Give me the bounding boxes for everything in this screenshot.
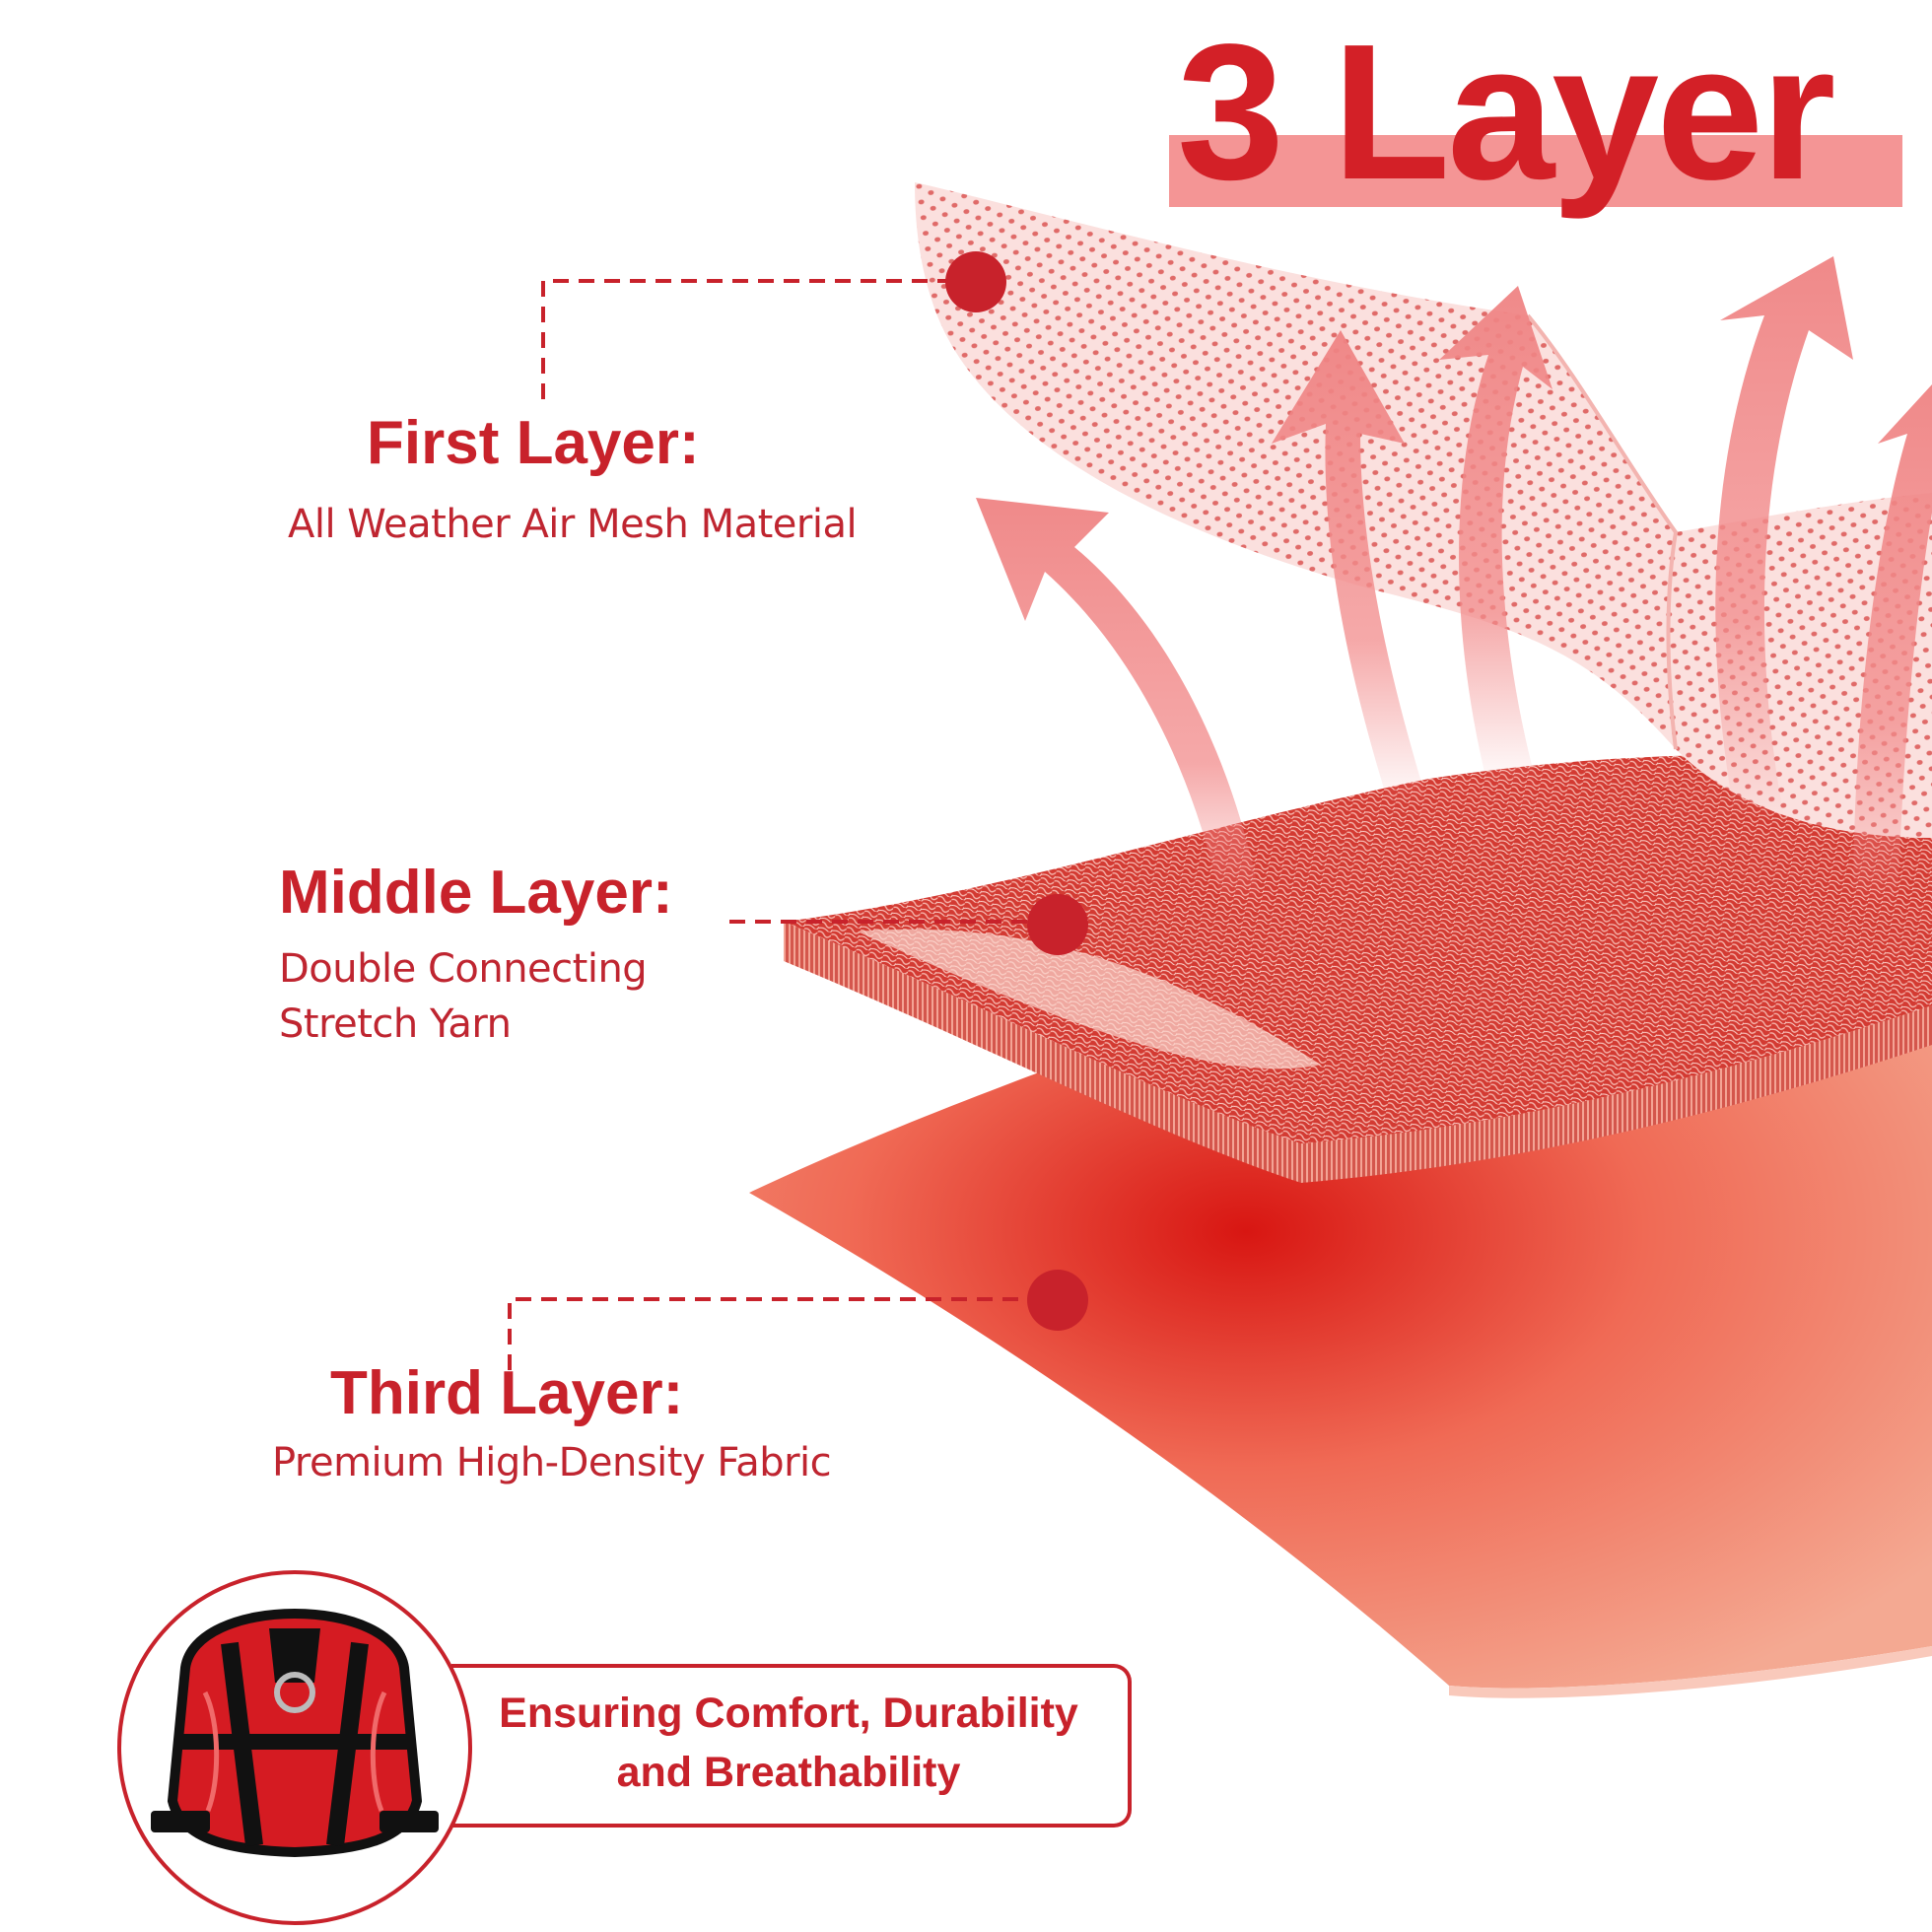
leader-lines <box>508 279 1055 1370</box>
first-layer-heading: First Layer: <box>367 409 700 477</box>
middle-layer-yarn <box>784 755 1932 1143</box>
badge-line1: Ensuring Comfort, Durability <box>499 1690 1078 1737</box>
title-highlight <box>1169 135 1902 207</box>
harness-icon <box>151 1608 439 1858</box>
harness-badge <box>117 1570 472 1925</box>
middle-layer-description-line2: Stretch Yarn <box>279 1001 512 1047</box>
first-layer-marker <box>945 251 1006 312</box>
third-layer-heading: Third Layer: <box>330 1359 684 1427</box>
title-block: 3 Layer <box>1169 14 1902 221</box>
middle-layer-edge <box>784 922 1932 1183</box>
middle-layer-marker <box>1027 894 1088 955</box>
first-layer-mesh <box>915 182 1932 838</box>
middle-layer-description-line1: Double Connecting <box>279 946 648 992</box>
badge-text-box <box>451 1664 1132 1828</box>
middle-layer-heading: Middle Layer: <box>279 859 673 927</box>
first-layer-description: All Weather Air Mesh Material <box>288 502 858 547</box>
airflow-arrows <box>976 256 1932 907</box>
third-layer-description: Premium High-Density Fabric <box>272 1440 832 1485</box>
page-title: 3 Layer <box>1177 4 1835 220</box>
third-layer-marker <box>1027 1270 1088 1331</box>
third-layer-edge <box>1449 1646 1932 1698</box>
badge-line2: and Breathability <box>616 1749 961 1796</box>
badge-text: Ensuring Comfort, Durability and Breatha… <box>463 1684 1114 1802</box>
third-layer-fabric <box>749 986 1932 1689</box>
